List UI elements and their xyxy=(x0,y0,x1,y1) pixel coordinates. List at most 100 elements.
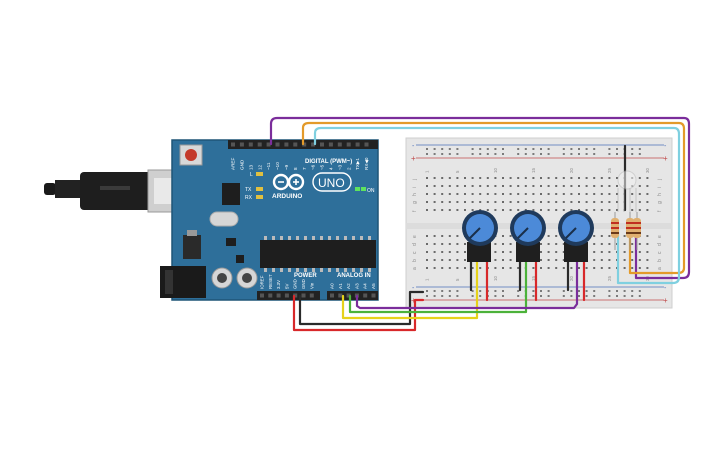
terminal-hole[interactable] xyxy=(570,177,573,179)
terminal-hole[interactable] xyxy=(448,185,451,187)
terminal-hole[interactable] xyxy=(448,267,451,269)
terminal-hole[interactable] xyxy=(441,193,444,195)
rail-hole[interactable] xyxy=(585,153,588,155)
terminal-hole[interactable] xyxy=(464,201,466,203)
terminal-hole[interactable] xyxy=(441,267,444,269)
wire-black-gnd[interactable] xyxy=(298,290,425,326)
terminal-hole[interactable] xyxy=(517,177,520,179)
terminal-hole[interactable] xyxy=(509,267,512,269)
terminal-hole[interactable] xyxy=(426,251,428,253)
wire-green-a2[interactable] xyxy=(348,260,528,314)
terminal-hole[interactable] xyxy=(600,259,603,261)
terminal-hole[interactable] xyxy=(646,177,649,179)
terminal-hole[interactable] xyxy=(509,177,512,179)
rail-hole[interactable] xyxy=(456,148,459,150)
terminal-hole[interactable] xyxy=(600,201,603,203)
terminal-hole[interactable] xyxy=(608,259,611,261)
terminal-hole[interactable] xyxy=(509,185,512,187)
terminal-hole[interactable] xyxy=(562,193,565,195)
terminal-hole[interactable] xyxy=(517,209,520,211)
terminal-hole[interactable] xyxy=(562,201,565,203)
terminal-hole[interactable] xyxy=(448,259,451,261)
wire-purple-digital[interactable] xyxy=(269,116,691,280)
terminal-hole[interactable] xyxy=(593,243,596,245)
terminal-hole[interactable] xyxy=(540,267,542,269)
terminal-hole[interactable] xyxy=(593,201,596,203)
terminal-hole[interactable] xyxy=(638,177,641,179)
terminal-hole[interactable] xyxy=(623,267,626,269)
terminal-hole[interactable] xyxy=(631,267,634,269)
terminal-hole[interactable] xyxy=(547,177,550,179)
rail-hole[interactable] xyxy=(486,153,489,155)
terminal-hole[interactable] xyxy=(464,177,466,179)
terminal-hole[interactable] xyxy=(471,209,474,211)
terminal-hole[interactable] xyxy=(616,201,618,203)
rail-hole[interactable] xyxy=(547,148,550,150)
terminal-hole[interactable] xyxy=(608,209,611,211)
terminal-hole[interactable] xyxy=(600,243,603,245)
rail-hole[interactable] xyxy=(578,148,580,150)
terminal-hole[interactable] xyxy=(638,201,641,203)
resistor-1[interactable] xyxy=(611,212,619,250)
terminal-hole[interactable] xyxy=(585,185,588,187)
rail-hole[interactable] xyxy=(623,290,626,292)
terminal-hole[interactable] xyxy=(631,259,634,261)
terminal-hole[interactable] xyxy=(616,177,618,179)
rail-hole[interactable] xyxy=(479,148,482,150)
rail-hole[interactable] xyxy=(608,290,611,292)
terminal-hole[interactable] xyxy=(509,193,512,195)
terminal-hole[interactable] xyxy=(585,209,588,211)
terminal-hole[interactable] xyxy=(646,251,649,253)
terminal-hole[interactable] xyxy=(646,259,649,261)
terminal-hole[interactable] xyxy=(608,243,611,245)
digital-pin-hole[interactable] xyxy=(266,142,271,147)
terminal-hole[interactable] xyxy=(433,243,436,245)
terminal-hole[interactable] xyxy=(638,185,641,187)
terminal-hole[interactable] xyxy=(456,251,459,253)
terminal-hole[interactable] xyxy=(426,209,428,211)
terminal-hole[interactable] xyxy=(623,243,626,245)
terminal-hole[interactable] xyxy=(441,177,444,179)
rail-hole[interactable] xyxy=(562,148,565,150)
terminal-hole[interactable] xyxy=(585,201,588,203)
terminal-hole[interactable] xyxy=(555,235,558,237)
terminal-hole[interactable] xyxy=(562,177,565,179)
rail-hole[interactable] xyxy=(631,153,634,155)
terminal-hole[interactable] xyxy=(433,209,436,211)
rail-hole[interactable] xyxy=(524,153,527,155)
terminal-hole[interactable] xyxy=(448,243,451,245)
terminal-hole[interactable] xyxy=(448,209,451,211)
terminal-hole[interactable] xyxy=(578,193,580,195)
rail-hole[interactable] xyxy=(547,153,550,155)
terminal-hole[interactable] xyxy=(585,193,588,195)
terminal-hole[interactable] xyxy=(570,193,573,195)
rail-hole[interactable] xyxy=(638,290,641,292)
terminal-hole[interactable] xyxy=(540,177,542,179)
terminal-hole[interactable] xyxy=(426,177,428,179)
terminal-hole[interactable] xyxy=(570,209,573,211)
terminal-hole[interactable] xyxy=(608,201,611,203)
terminal-hole[interactable] xyxy=(471,185,474,187)
terminal-hole[interactable] xyxy=(547,193,550,195)
terminal-hole[interactable] xyxy=(517,267,520,269)
terminal-hole[interactable] xyxy=(555,259,558,261)
rail-hole[interactable] xyxy=(578,153,580,155)
reset-button[interactable] xyxy=(185,149,197,161)
rail-hole[interactable] xyxy=(441,295,444,297)
terminal-hole[interactable] xyxy=(547,185,550,187)
rail-hole[interactable] xyxy=(486,148,489,150)
terminal-hole[interactable] xyxy=(479,193,482,195)
terminal-hole[interactable] xyxy=(532,201,535,203)
digital-pin-hole[interactable] xyxy=(284,142,289,147)
rail-hole[interactable] xyxy=(593,295,596,297)
terminal-hole[interactable] xyxy=(486,201,489,203)
terminal-hole[interactable] xyxy=(547,259,550,261)
terminal-hole[interactable] xyxy=(524,209,527,211)
terminal-hole[interactable] xyxy=(570,201,573,203)
rail-hole[interactable] xyxy=(502,153,504,155)
rail-hole[interactable] xyxy=(456,295,459,297)
rail-hole[interactable] xyxy=(426,290,428,292)
rail-hole[interactable] xyxy=(456,290,459,292)
terminal-hole[interactable] xyxy=(555,177,558,179)
